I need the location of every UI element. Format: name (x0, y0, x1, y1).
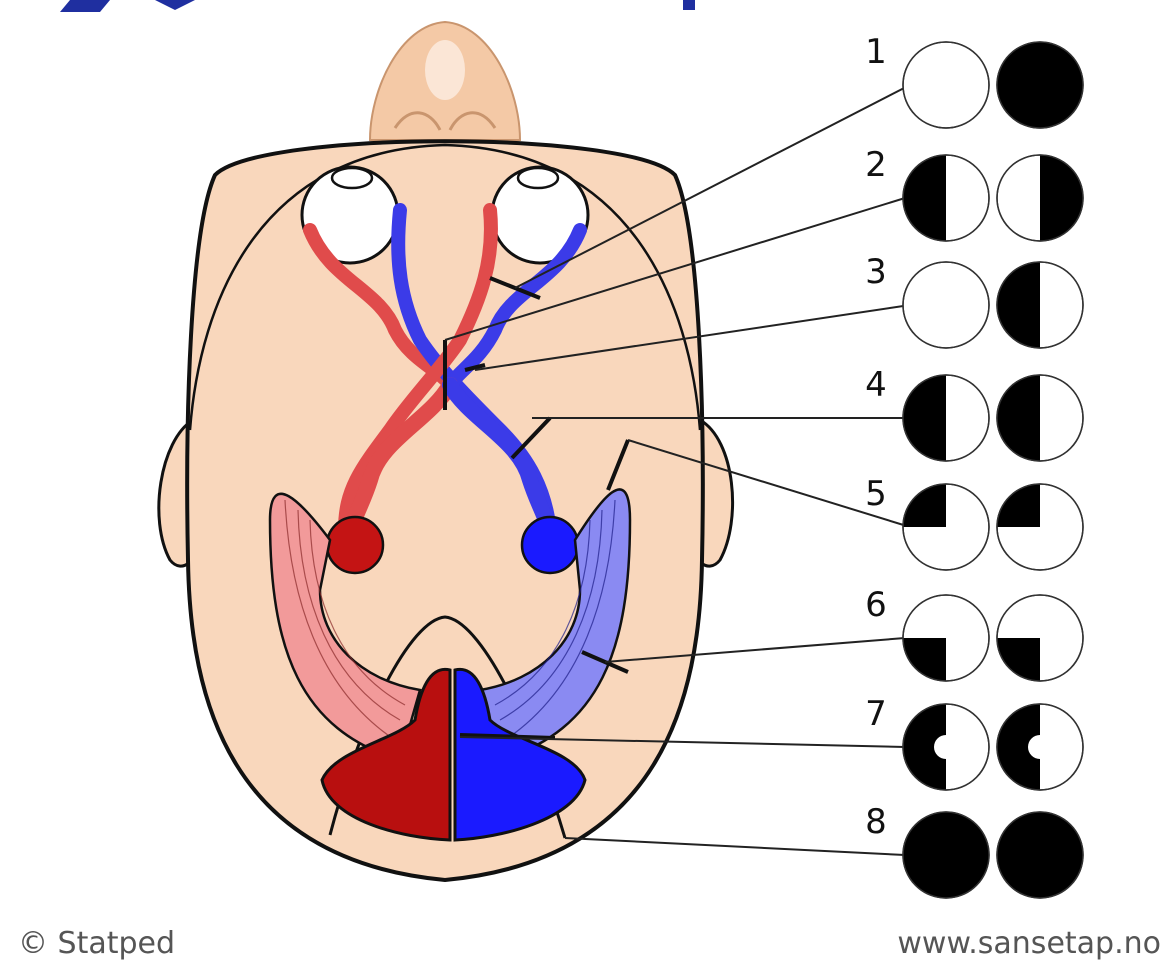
right-eye-field (997, 595, 1083, 681)
website-text: www.sansetap.no (897, 926, 1161, 961)
field-row-8: 8 (865, 802, 1083, 898)
right-lgn (522, 517, 578, 573)
left-eye-field (903, 812, 989, 898)
left-eye-field (903, 484, 989, 570)
right-eye-field (997, 484, 1083, 570)
lesion-number-label: 2 (865, 145, 887, 185)
right-eye-field (997, 262, 1083, 348)
field-row-5: 5 (865, 474, 1083, 570)
field-row-3: 3 (865, 252, 1083, 348)
title-bar-fragment (0, 0, 1171, 14)
lesion-number-label: 7 (865, 694, 887, 734)
visual-field-defects: 1 2 3 4 5 6 7 8 (865, 32, 1083, 898)
lesion-number-label: 5 (865, 474, 887, 514)
left-eye-field (903, 262, 989, 348)
right-eye-field (997, 155, 1083, 241)
left-eye-field (903, 155, 989, 241)
lesion-number-label: 6 (865, 585, 887, 625)
field-row-7: 7 (865, 694, 1083, 790)
left-eye-field (903, 42, 989, 128)
right-eye-field (997, 375, 1083, 461)
lesion-number-label: 1 (865, 32, 887, 72)
left-lgn (327, 517, 383, 573)
field-row-2: 2 (865, 145, 1083, 241)
left-eye-field (903, 595, 989, 681)
lesion-number-label: 8 (865, 802, 887, 842)
lesion-number-label: 3 (865, 252, 887, 292)
field-row-6: 6 (865, 585, 1083, 681)
right-eye-field (997, 42, 1083, 128)
field-row-4: 4 (865, 365, 1083, 461)
copyright-text: © Statped (18, 926, 175, 961)
right-eye-field (997, 704, 1083, 790)
field-row-1: 1 (865, 32, 1083, 128)
left-eye-field (903, 704, 989, 790)
lesion-number-label: 4 (865, 365, 887, 405)
left-eye-field (903, 375, 989, 461)
right-eye-field (997, 812, 1083, 898)
